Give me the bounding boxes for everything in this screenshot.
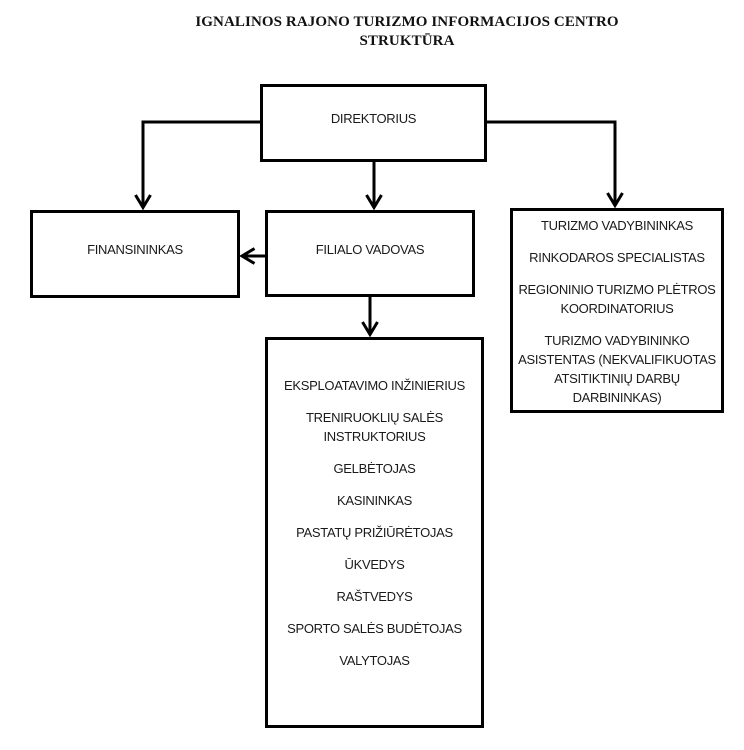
page-title-line1: IGNALINOS RAJONO TURIZMO INFORMACIJOS CE… bbox=[195, 14, 619, 30]
node-direktorius: DIREKTORIUS bbox=[260, 84, 487, 162]
role-item: KASININKAS bbox=[336, 493, 413, 508]
arrowhead-left-finansininkas bbox=[239, 247, 256, 265]
role-item: TRENIRUOKLIŲ SALĖS INSTRUKTORIUS bbox=[306, 410, 443, 444]
role-item: VALYTOJAS bbox=[339, 653, 410, 668]
connector-direktorius-finansininkas bbox=[141, 120, 260, 206]
node-filialo-vadovas: FILIALO VADOVAS bbox=[265, 210, 475, 297]
arrowhead-down-branch bbox=[361, 321, 379, 338]
role-item: RAŠTVEDYS bbox=[336, 589, 413, 604]
page-title-line2: STRUKTŪRA bbox=[359, 33, 455, 49]
role-item: GELBĖTOJAS bbox=[333, 461, 416, 476]
role-item: PASTATŲ PRIŽIŪRĖTOJAS bbox=[296, 525, 453, 540]
tourism-staff-roles: TURIZMO VADYBININKAS RINKODAROS SPECIALIS… bbox=[515, 216, 719, 407]
role-item: REGIONINIO TURIZMO PLĖTROS KOORDINATORIU… bbox=[518, 282, 716, 316]
node-finansininkas: FINANSININKAS bbox=[30, 210, 240, 298]
role-item: EKSPLOATAVIMO INŽINIERIUS bbox=[283, 378, 466, 393]
node-finansininkas-label: FINANSININKAS bbox=[87, 242, 183, 257]
role-item: ŪKVEDYS bbox=[344, 557, 405, 572]
role-item: SPORTO SALĖS BUDĖTOJAS bbox=[287, 621, 462, 636]
page-title: IGNALINOS RAJONO TURIZMO INFORMACIJOS CE… bbox=[0, 13, 744, 51]
node-branch-staff: EKSPLOATAVIMO INŽINIERIUS TRENIRUOKLIŲ SA… bbox=[265, 337, 484, 728]
arrowhead-down-tourism bbox=[606, 192, 624, 209]
role-item: RINKODAROS SPECIALISTAS bbox=[529, 250, 705, 265]
node-tourism-staff: TURIZMO VADYBININKAS RINKODAROS SPECIALIS… bbox=[510, 208, 724, 413]
role-item: TURIZMO VADYBININKO ASISTENTAS (NEKVALIF… bbox=[518, 333, 716, 405]
connector-direktorius-tourism bbox=[487, 120, 617, 204]
arrowhead-down-filialo bbox=[365, 194, 383, 211]
node-filialo-vadovas-label: FILIALO VADOVAS bbox=[315, 241, 425, 257]
role-item: TURIZMO VADYBININKAS bbox=[541, 218, 693, 233]
arrowhead-down-finansininkas bbox=[134, 194, 152, 211]
branch-staff-roles: EKSPLOATAVIMO INŽINIERIUS TRENIRUOKLIŲ SA… bbox=[272, 376, 477, 670]
node-direktorius-label: DIREKTORIUS bbox=[330, 111, 417, 126]
